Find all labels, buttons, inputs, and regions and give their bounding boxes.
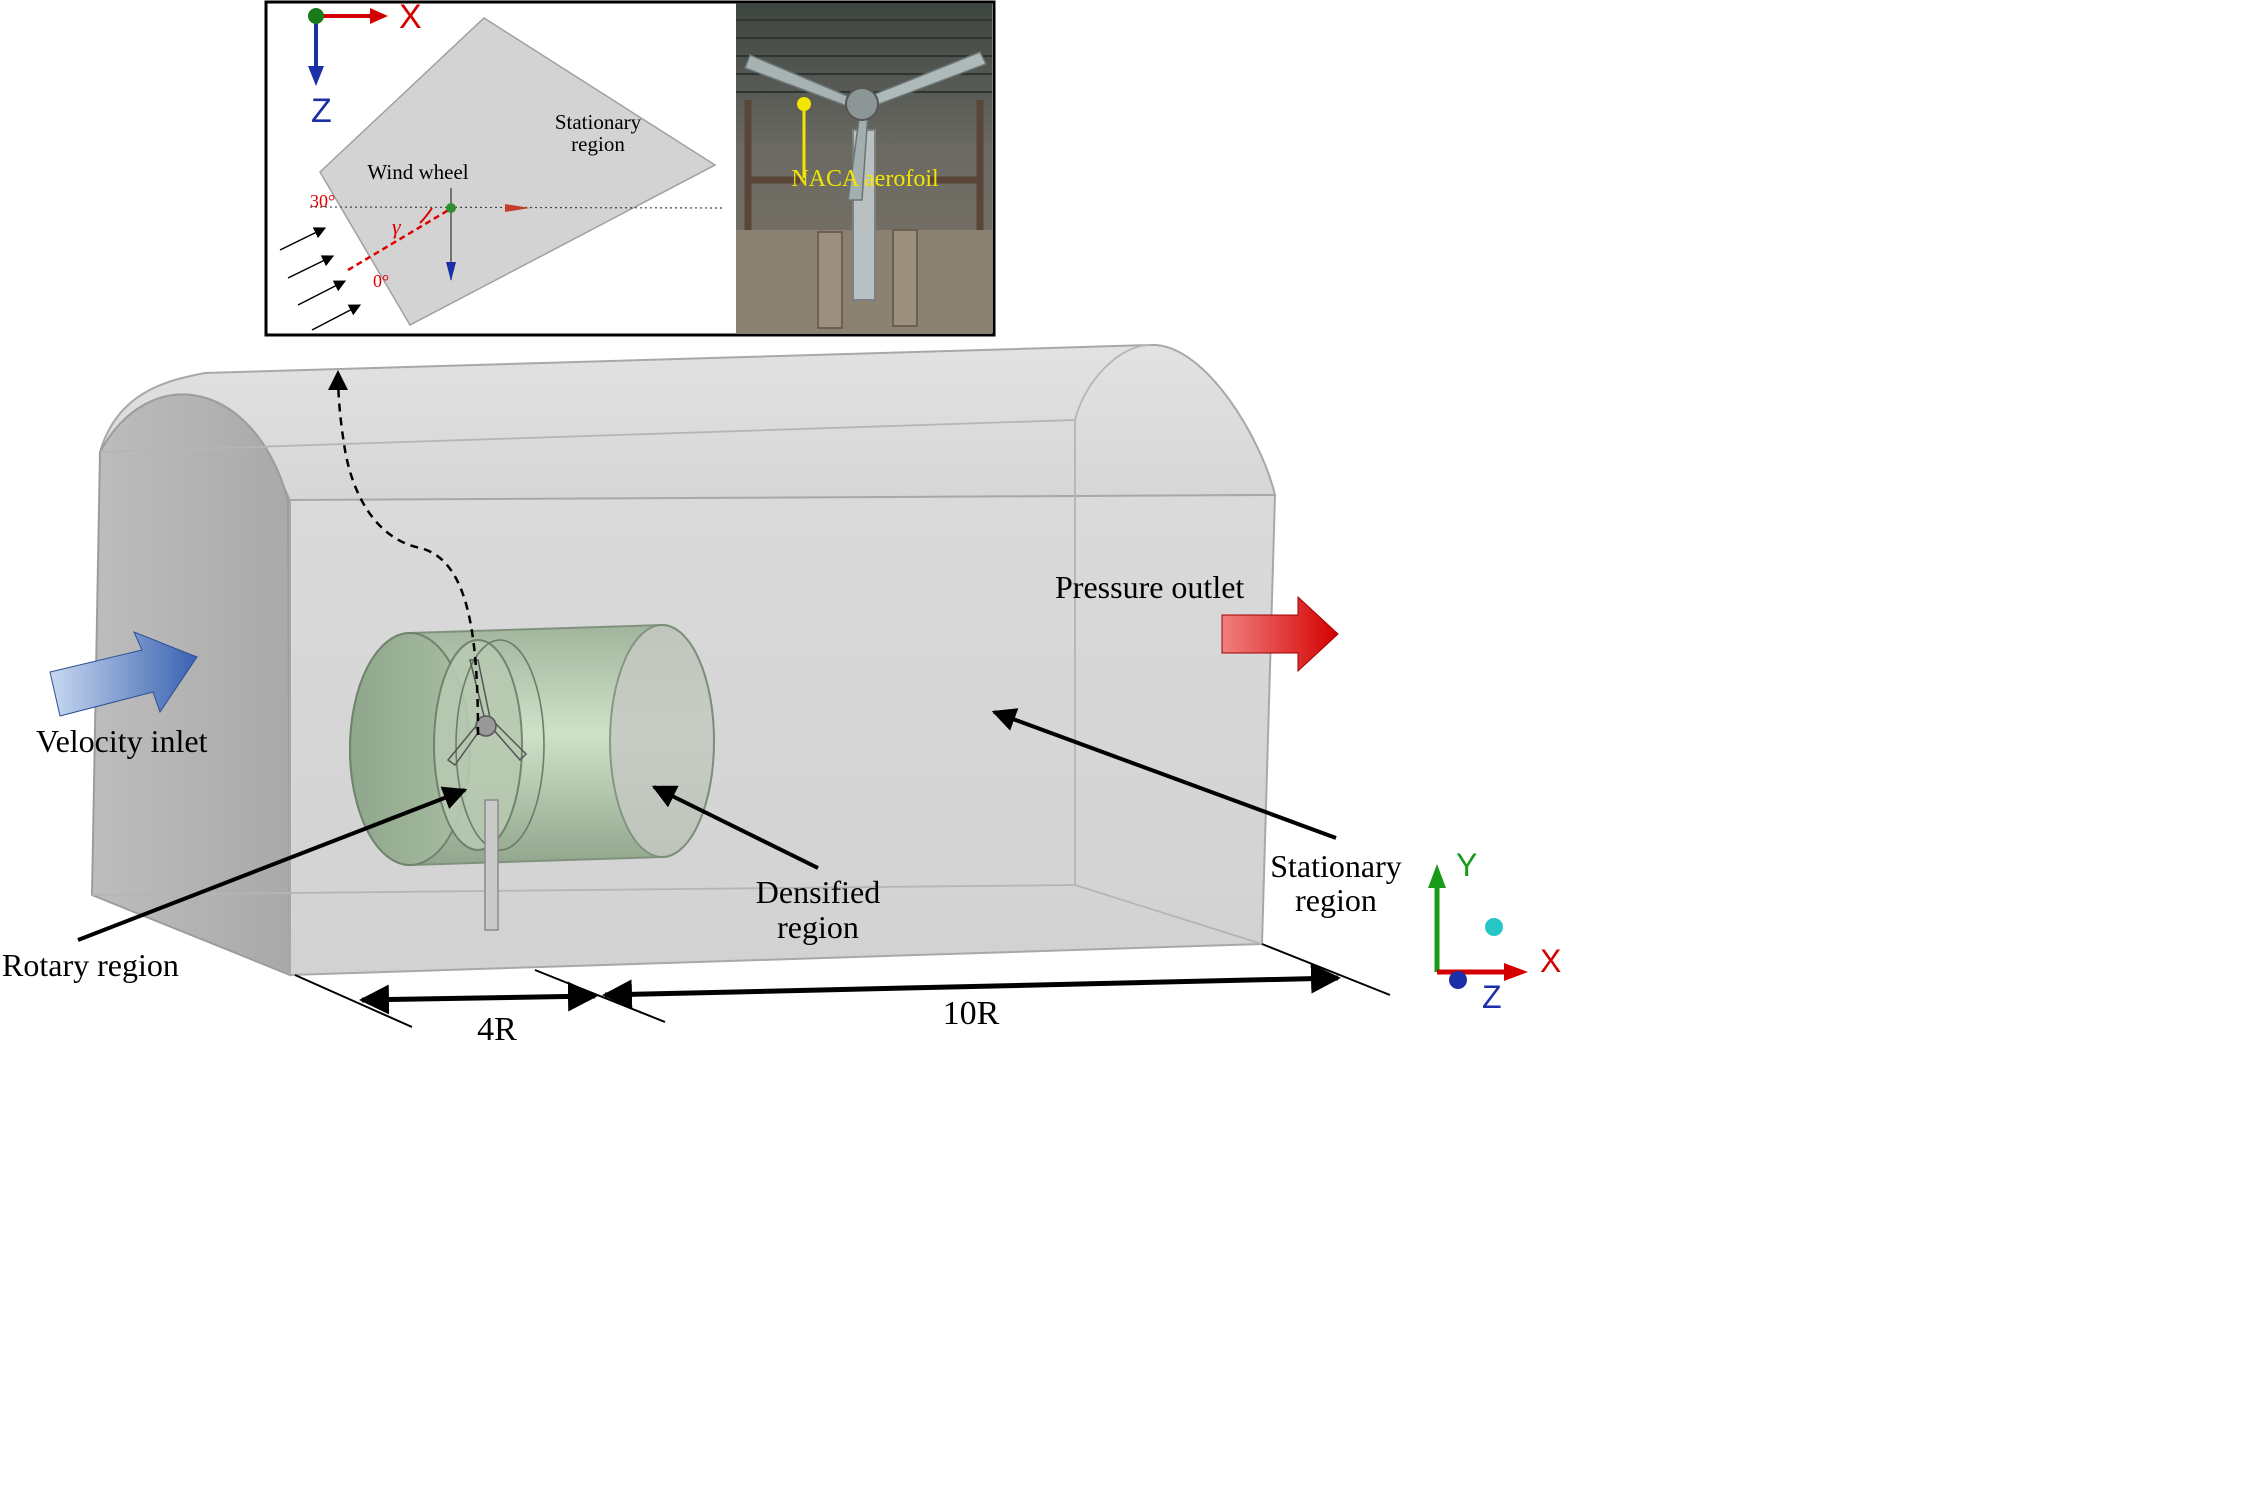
naca-marker-icon xyxy=(797,97,811,111)
dim-4r-line xyxy=(359,981,598,1015)
axis-origin-z-icon xyxy=(1449,971,1467,989)
schematic-angle-arc xyxy=(419,207,433,224)
inset-axis-z-label: Z xyxy=(311,92,332,130)
dim-4r-label: 4R xyxy=(477,1011,517,1048)
rotary-disk xyxy=(433,639,523,851)
domain-inlet-face xyxy=(90,393,292,977)
densified-region-label-line2: region xyxy=(777,909,859,945)
main-axis-z-label: Z xyxy=(1482,979,1502,1015)
schematic-wheel-hub-icon xyxy=(446,203,456,213)
inset-gamma-label: γ xyxy=(392,214,402,239)
dimension-lines xyxy=(294,943,1391,1028)
turbine-tower xyxy=(484,799,499,931)
inset-stationary-label-line2: region xyxy=(571,132,625,156)
densified-cylinder xyxy=(349,623,715,931)
inset-angle-top-label: 30° xyxy=(310,191,335,211)
inset-stationary-label-line1: Stationary xyxy=(555,110,642,134)
stationary-region-pointer xyxy=(991,708,1337,840)
inset-angle-bottom-label: 0° xyxy=(373,271,389,291)
axis-marker-icon xyxy=(1485,918,1503,936)
pressure-outlet-arrow xyxy=(1221,595,1339,673)
schematic-domain xyxy=(319,17,717,326)
main-axes xyxy=(1428,864,1528,989)
stationary-region-label-line1: Stationary xyxy=(1270,848,1402,884)
schematic-x-arrow xyxy=(505,204,530,212)
pressure-outlet-label: Pressure outlet xyxy=(1055,569,1244,605)
inset-connector xyxy=(328,370,480,736)
main-axis-y-label: Y xyxy=(1456,847,1477,883)
densified-region-label-line1: Densified xyxy=(756,874,880,910)
schematic-gamma-line xyxy=(347,206,453,272)
dim-10r-label: 10R xyxy=(943,995,1000,1032)
velocity-inlet-arrow xyxy=(49,631,198,717)
rotary-region-label: Rotary region xyxy=(2,947,179,983)
domain-edge xyxy=(91,344,1263,945)
main-axis-x-label: X xyxy=(1540,943,1561,979)
inset-panel: X Z Stationary region Wind wheel 30° 0° … xyxy=(264,0,996,337)
cylinder-outlet-face xyxy=(609,624,715,858)
dim-10r-line xyxy=(602,963,1341,1010)
rotary-disk-back xyxy=(455,639,545,851)
velocity-inlet-label: Velocity inlet xyxy=(36,723,208,759)
rotary-region-pointer xyxy=(77,786,468,942)
photo-naca-label: NACA aerofoil xyxy=(791,166,939,192)
inset-wind-wheel-label: Wind wheel xyxy=(367,160,468,184)
stationary-region-label-line2: region xyxy=(1295,882,1377,918)
densified-region-pointer xyxy=(651,785,819,870)
inset-axis-origin-icon xyxy=(308,8,324,24)
turbine-photo xyxy=(736,3,992,333)
schematic-reference-line xyxy=(309,206,726,209)
schematic-wind-arrows xyxy=(279,227,362,331)
inset-axis-x-label: X xyxy=(399,0,422,36)
turbine-blades xyxy=(446,659,528,767)
